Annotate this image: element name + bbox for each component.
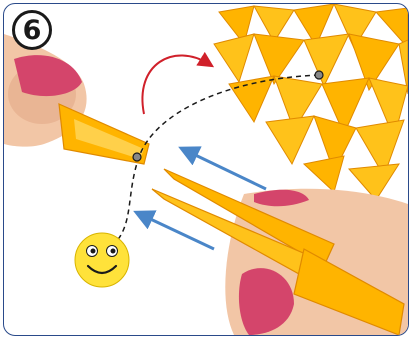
insertion-point-bottom [133,153,141,161]
smiley-face-icon [75,233,129,287]
blue-arrow-icon [189,152,266,189]
insertion-point-top [315,71,323,79]
step-number-badge: 6 [12,10,52,50]
origami-illustration [4,4,408,335]
paper-modules-pile [214,4,408,200]
curved-red-arrow-icon [142,55,209,114]
fingernail [14,55,82,96]
step-number: 6 [23,15,42,46]
instruction-panel: 6 [3,3,409,336]
